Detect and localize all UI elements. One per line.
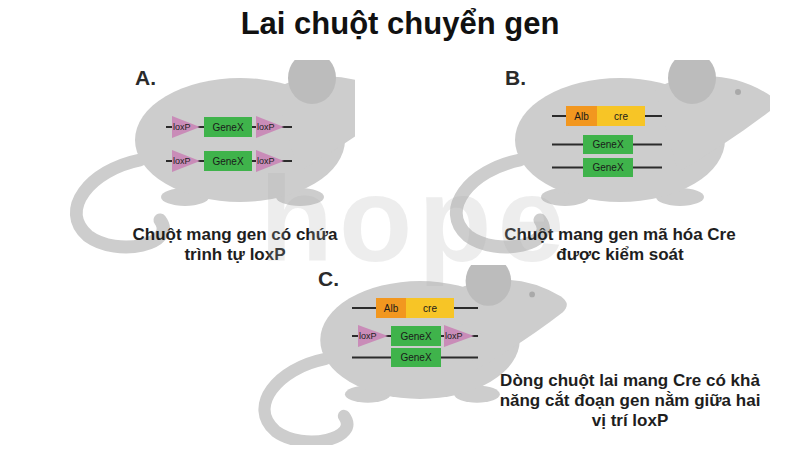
gene-name: GeneX [592,162,623,173]
loxp-site: loxP [172,150,200,172]
gene-name: Alb [384,303,398,314]
loxp-label: loxP [173,116,191,138]
gene-box: Alb [566,106,597,126]
loxp-site: loxP [256,116,284,138]
loxp-site: loxP [358,325,388,347]
gene-name: GeneX [400,352,431,363]
gene-name: Alb [574,111,588,122]
mouse-ear [466,265,512,306]
loxp-site: loxP [444,325,474,347]
loxp-label: loxP [257,150,275,172]
panel-letter: B. [505,66,545,90]
mouse-group: C. Dòng chuột lai mang Cre có khả năng cắ… [245,265,775,445]
mouse-group: A. Chuột mang gen có chứa trình tự loxP lo… [55,60,355,265]
gene-box: GeneX [204,117,252,137]
loxp-label: loxP [173,150,191,172]
panel-caption: Chuột mang gen có chứa trình tự loxP [125,225,345,265]
mouse-group: B. Chuột mang gen mã hóa Cre được kiểm so… [430,60,770,265]
gene-name: GeneX [212,156,243,167]
mouse-eye [529,292,535,298]
loxp-label: loxP [445,325,463,347]
diagram-title: Lai chuột chuyển gen [0,6,800,42]
gene-name: cre [614,111,628,122]
gene-name: GeneX [212,122,243,133]
panel-caption: Chuột mang gen mã hóa Cre được kiểm soát [490,225,750,265]
gene-box: GeneX [391,326,441,346]
loxp-label: loxP [257,116,275,138]
gene-box: cre [406,298,454,318]
gene-box: GeneX [583,135,633,154]
mouse-tail [265,359,348,442]
gene-box: Alb [376,298,406,318]
loxp-site: loxP [256,150,284,172]
gene-box: GeneX [204,151,252,171]
panel-letter: A. [135,66,175,90]
mouse-silhouette [245,265,775,445]
panel-caption: Dòng chuột lai mang Cre có khả năng cắt … [495,371,765,431]
mouse-ear [288,60,336,104]
gene-box: GeneX [391,348,441,367]
gene-name: GeneX [400,331,431,342]
gene-name: GeneX [592,139,623,150]
loxp-label: loxP [359,325,377,347]
mouse-eye [735,89,741,95]
gene-box: GeneX [583,158,633,177]
loxp-site: loxP [172,116,200,138]
gene-name: cre [423,303,437,314]
panel-letter: C. [318,267,358,291]
mouse-ear [668,60,716,104]
gene-box: cre [597,106,645,126]
